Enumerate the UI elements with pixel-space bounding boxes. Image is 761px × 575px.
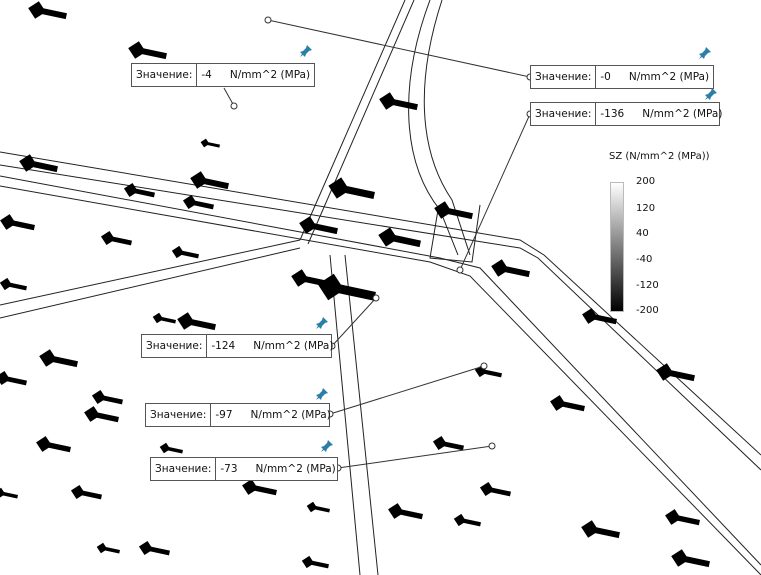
stress-arrow-marker bbox=[656, 363, 695, 382]
stress-arrow-marker bbox=[550, 395, 585, 412]
stress-arrow-marker bbox=[242, 479, 277, 496]
stress-arrow-marker bbox=[328, 177, 375, 200]
probe-key: Значение: bbox=[151, 458, 217, 480]
probe-label-6[interactable]: Значение: -73 N/mm^2 (MPa) bbox=[150, 457, 338, 481]
probe-key: Значение: bbox=[142, 335, 208, 357]
stress-arrow-marker bbox=[138, 540, 170, 556]
stress-arrow-marker bbox=[171, 245, 199, 259]
legend-title: SZ (N/mm^2 (MPa)) bbox=[609, 151, 710, 162]
probe-label-4[interactable]: Значение: -124 N/mm^2 (MPa) bbox=[141, 334, 333, 358]
stress-arrow-marker bbox=[379, 92, 418, 111]
stress-arrow-marker bbox=[317, 273, 376, 301]
pin-icon[interactable] bbox=[299, 44, 313, 58]
probe-label-1[interactable]: Значение: -4 N/mm^2 (MPa) bbox=[131, 63, 315, 87]
stress-arrow-marker bbox=[177, 312, 216, 331]
stress-arrow-marker bbox=[96, 542, 120, 554]
probe-value: -4 bbox=[201, 69, 212, 81]
stress-arrow-marker bbox=[128, 41, 167, 60]
stress-arrow-field bbox=[0, 1, 710, 569]
stress-arrow-marker bbox=[0, 370, 27, 386]
stress-arrow-marker bbox=[301, 555, 329, 569]
probe-value: -124 bbox=[211, 340, 236, 352]
probe-unit: N/mm^2 (MPa) bbox=[253, 340, 334, 352]
pin-icon[interactable] bbox=[315, 387, 329, 401]
probe-unit: N/mm^2 (MPa) bbox=[229, 69, 311, 81]
stress-arrow-marker bbox=[84, 406, 119, 423]
stress-arrow-marker bbox=[70, 484, 102, 500]
probe-key: Значение: bbox=[146, 404, 212, 426]
legend-tick: 40 bbox=[636, 228, 649, 239]
stress-arrow-marker bbox=[453, 513, 481, 527]
stress-arrow-marker bbox=[91, 389, 123, 405]
probe-unit: N/mm^2 (MPa) bbox=[255, 463, 336, 475]
probe-value: -136 bbox=[600, 108, 625, 120]
stress-arrow-marker bbox=[671, 549, 710, 568]
probe-label-2[interactable]: Значение: -0 N/mm^2 (MPa) bbox=[530, 65, 714, 89]
probe-value: -0 bbox=[600, 71, 611, 83]
stress-arrow-marker bbox=[582, 308, 617, 325]
stress-arrow-marker bbox=[123, 182, 155, 198]
stress-arrow-marker bbox=[479, 481, 511, 497]
probe-value: -97 bbox=[215, 409, 233, 421]
stress-arrow-marker bbox=[190, 171, 229, 190]
pin-icon[interactable] bbox=[698, 46, 712, 60]
legend-tick: -200 bbox=[636, 305, 659, 316]
stress-arrow-marker bbox=[299, 216, 338, 235]
pin-icon[interactable] bbox=[315, 316, 329, 330]
stress-arrow-marker bbox=[665, 509, 700, 526]
stress-arrow-marker bbox=[581, 520, 620, 539]
probe-label-5[interactable]: Значение: -97 N/mm^2 (MPa) bbox=[145, 403, 331, 427]
probe-unit: N/mm^2 (MPa) bbox=[642, 108, 723, 120]
pin-icon[interactable] bbox=[320, 439, 334, 453]
probe-value: -73 bbox=[220, 463, 238, 475]
stress-arrow-marker bbox=[0, 487, 18, 499]
stress-arrow-marker bbox=[19, 154, 58, 173]
stress-arrow-marker bbox=[434, 201, 473, 220]
probe-key: Значение: bbox=[132, 64, 198, 86]
legend-tick: -120 bbox=[636, 280, 659, 291]
probe-unit: N/mm^2 (MPa) bbox=[628, 71, 710, 83]
stress-arrow-marker bbox=[306, 501, 330, 513]
stress-arrow-marker bbox=[39, 349, 78, 368]
stress-arrow-marker bbox=[474, 364, 502, 378]
stress-arrow-marker bbox=[28, 1, 67, 20]
stress-arrow-marker bbox=[182, 194, 214, 210]
stress-arrow-marker bbox=[0, 277, 27, 291]
stress-arrow-marker bbox=[0, 214, 35, 231]
stress-arrow-marker bbox=[388, 503, 423, 520]
stress-arrow-marker bbox=[432, 435, 464, 451]
legend-tick: 120 bbox=[636, 203, 656, 214]
probe-key: Значение: bbox=[531, 66, 597, 88]
probe-label-3[interactable]: Значение: -136 N/mm^2 (MPa) bbox=[530, 102, 722, 126]
stress-arrow-marker bbox=[491, 259, 530, 278]
stress-arrow-marker bbox=[36, 436, 71, 453]
pin-icon[interactable] bbox=[704, 87, 718, 101]
legend-tick: -40 bbox=[636, 254, 653, 265]
legend-tick: 200 bbox=[636, 176, 656, 187]
stress-arrow-marker bbox=[200, 138, 220, 148]
probe-key: Значение: bbox=[531, 103, 597, 125]
stress-arrow-marker bbox=[378, 227, 421, 248]
stress-arrow-marker bbox=[152, 312, 176, 324]
stress-arrow-marker bbox=[100, 230, 132, 246]
stress-arrow-marker bbox=[159, 442, 183, 454]
legend-color-bar bbox=[610, 182, 624, 312]
probe-unit: N/mm^2 (MPa) bbox=[250, 409, 331, 421]
